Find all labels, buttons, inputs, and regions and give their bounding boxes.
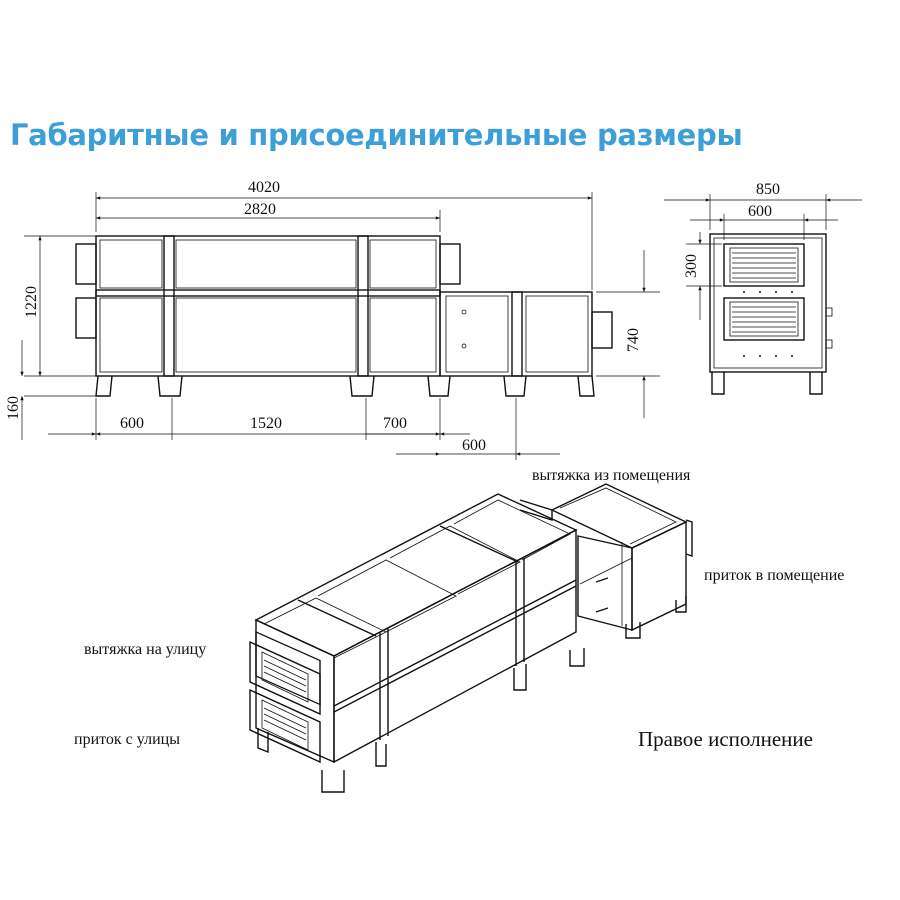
- dim-side-width: 850: [756, 181, 780, 198]
- dim-seg3: 700: [383, 415, 407, 432]
- isometric-view: [249, 483, 693, 793]
- side-grille-lower: [723, 297, 805, 341]
- label-supply-to-room: приток в помещение: [704, 567, 844, 584]
- fan-module: [439, 291, 593, 377]
- label-exhaust-from-room: вытяжка из помещения: [532, 467, 691, 484]
- dim-right-height: 740: [625, 328, 642, 352]
- dim-side-grille: 300: [683, 254, 700, 278]
- duct-upper-left: [75, 243, 97, 285]
- dim-seg2: 1520: [250, 415, 282, 432]
- duct-upper-right: [439, 243, 461, 285]
- dim-side-inner: 600: [748, 203, 772, 220]
- dim-seg4: 600: [462, 437, 486, 454]
- page-title: Габаритные и присоединительные размеры: [10, 118, 743, 152]
- duct-far-right: [591, 311, 613, 349]
- side-view: 850 600 300: [664, 181, 862, 395]
- main-body: [95, 235, 441, 377]
- dim-height: 1220: [23, 286, 40, 318]
- front-view: 4020 2820 1220 160 740: [5, 179, 660, 460]
- label-version: Правое исполнение: [638, 727, 813, 751]
- dim-main: 2820: [244, 201, 276, 218]
- dim-legs: 160: [5, 396, 22, 420]
- label-exhaust-to-street: вытяжка на улицу: [84, 641, 206, 658]
- duct-lower-left: [75, 297, 97, 339]
- side-grille-upper: [723, 243, 805, 287]
- dim-total: 4020: [248, 179, 280, 196]
- dim-seg1: 600: [120, 415, 144, 432]
- side-body: [709, 233, 827, 373]
- iso-grille-lower: [249, 688, 321, 764]
- iso-fan-module: [550, 483, 688, 549]
- label-supply-from-street: приток с улицы: [74, 731, 180, 748]
- iso-grille-upper: [249, 640, 321, 716]
